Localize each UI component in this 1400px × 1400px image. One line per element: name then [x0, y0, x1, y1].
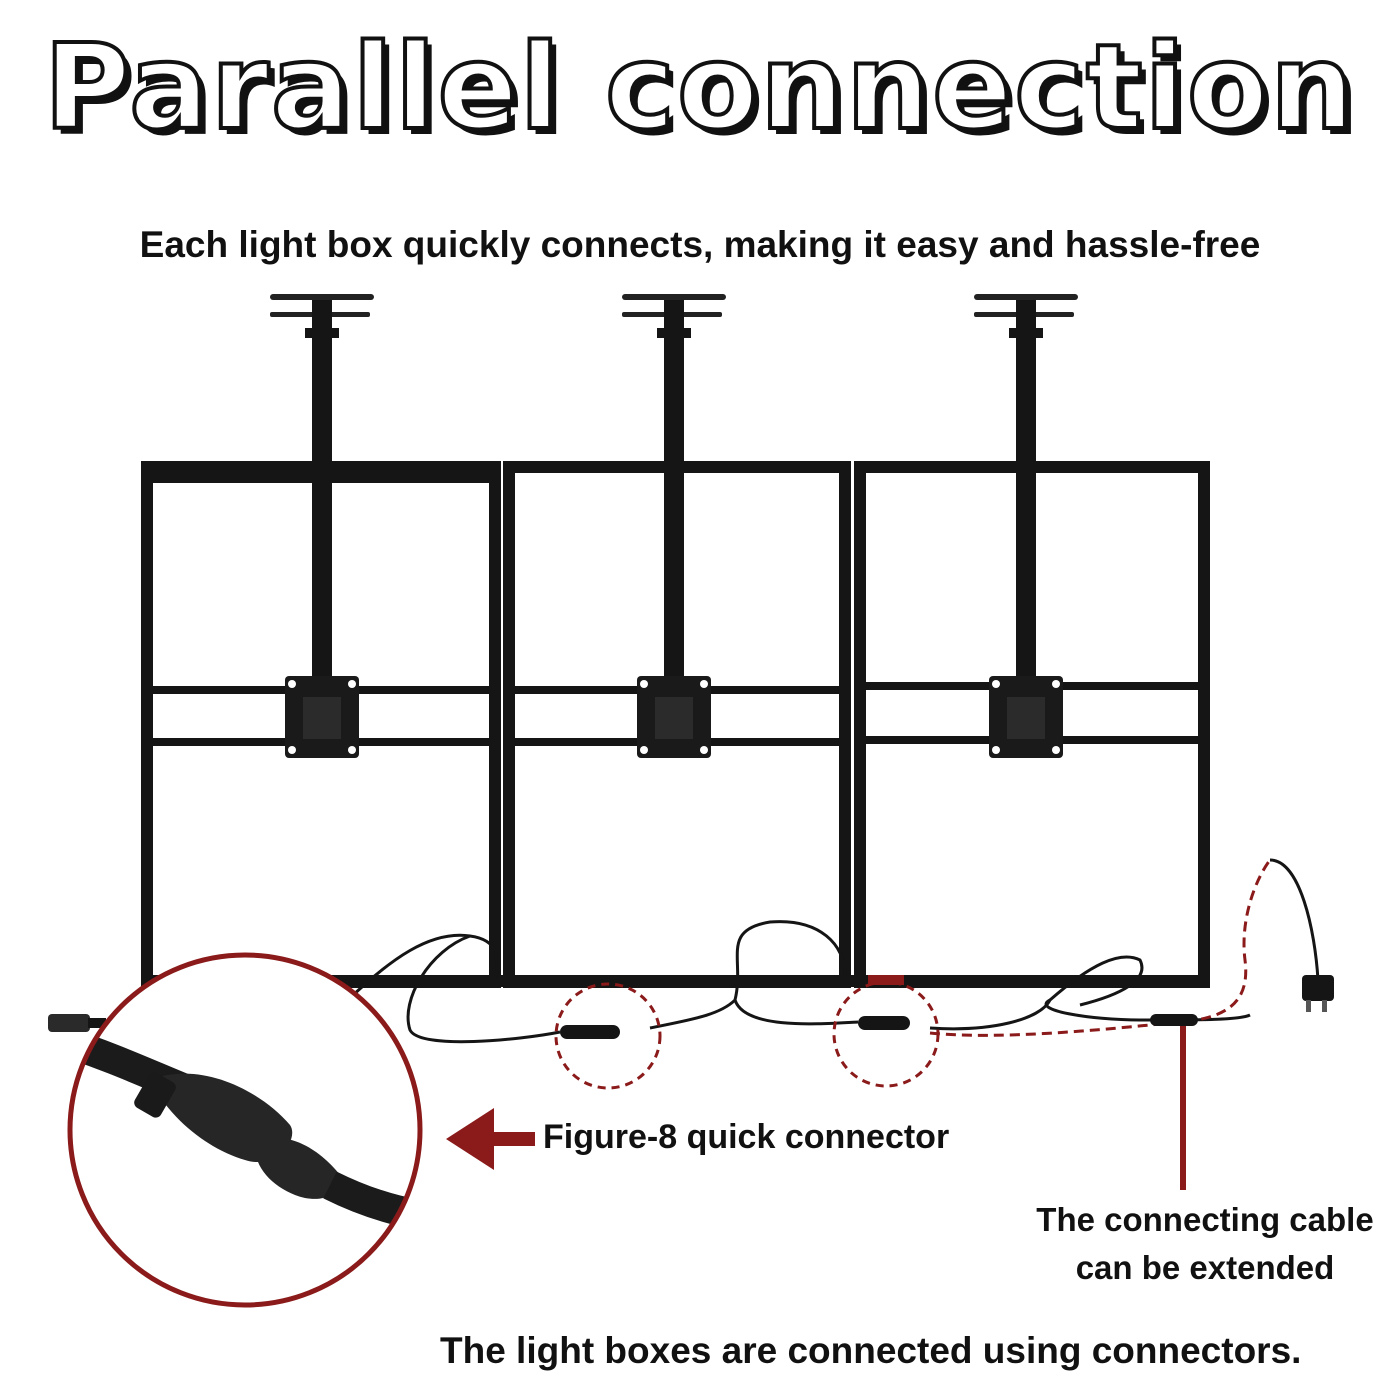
page-subtitle: Each light box quickly connects, making … [139, 224, 1261, 265]
frame-base [143, 975, 1209, 987]
figure-8-connector [1150, 1014, 1198, 1026]
vesa-bracket [989, 676, 1063, 758]
connector-label: Figure-8 quick connector [543, 1118, 950, 1156]
connector-zoom-view [67, 952, 423, 1308]
vesa-bracket [637, 676, 711, 758]
indicator-light [868, 975, 904, 985]
ceiling-mount-pole [622, 294, 726, 678]
figure-8-connector [858, 1016, 910, 1030]
ceiling-mount-pole [974, 294, 1078, 678]
red-extension-cable [929, 859, 1272, 1037]
highlight-circle [554, 982, 662, 1090]
cable-label-line1: The connecting cable [1036, 1201, 1374, 1238]
figure-8-connector [560, 1025, 620, 1039]
vesa-bracket [285, 676, 359, 758]
ceiling-mount-pole [270, 294, 374, 678]
highlight-circle [832, 980, 940, 1088]
arrow-left-icon [446, 1108, 535, 1170]
page-title: Parallel connection [42, 18, 1357, 156]
cable-end-plug [48, 1014, 106, 1032]
cable-label-line2: can be extended [1075, 1249, 1335, 1286]
cable-label: The connecting cable can be extended [1010, 1196, 1400, 1292]
power-plug [1302, 975, 1334, 1012]
footer-caption: The light boxes are connected using conn… [440, 1330, 1302, 1371]
